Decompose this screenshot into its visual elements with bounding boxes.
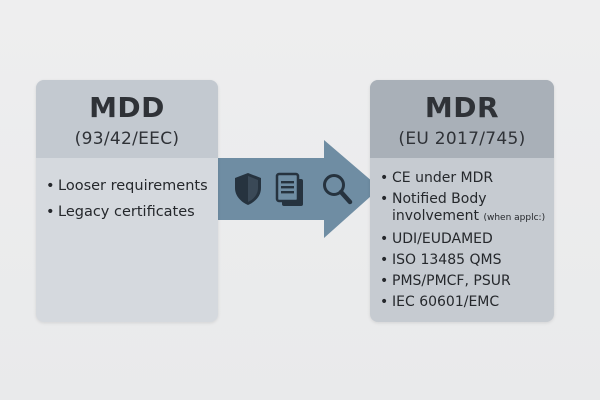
mdr-subtitle: (EU 2017/745) [398, 129, 526, 149]
list-item: •IEC 60601/EMC [380, 294, 545, 311]
list-item-text: CE under MDR [392, 170, 494, 186]
list-item-text: IEC 60601/EMC [392, 294, 500, 310]
mdd-card: MDD (93/42/EEC) •Looser requirements •Le… [36, 80, 218, 322]
list-item-text: Legacy certificates [58, 204, 195, 220]
mdr-card-header: MDR (EU 2017/745) [370, 80, 554, 158]
bullet: • [380, 231, 389, 247]
list-item: •CE under MDR [380, 170, 545, 187]
list-item-text: Looser requirements [58, 178, 208, 194]
list-item: •PMS/PMCF, PSUR [380, 273, 545, 290]
list-item: •ISO 13485 QMS [380, 252, 545, 269]
list-item-note: (when applc:) [483, 213, 546, 223]
document-icon [275, 172, 303, 206]
list-item-continuation: involvement [392, 208, 480, 224]
mdr-title: MDR [424, 91, 500, 124]
list-item-text: ISO 13485 QMS [392, 252, 502, 268]
bullet: • [380, 170, 389, 186]
list-item: •Looser requirements [46, 175, 208, 201]
bullet: • [380, 294, 389, 310]
list-item: •UDI/EUDAMED [380, 231, 545, 248]
bullet: • [380, 191, 389, 207]
bullet: • [380, 273, 389, 289]
list-item-text: UDI/EUDAMED [392, 231, 493, 247]
mdd-title: MDD [89, 91, 165, 124]
list-item: •Notified Body involvement (when applc:) [380, 191, 545, 227]
list-item: •Legacy certificates [46, 201, 208, 227]
list-item-text: Notified Body [392, 191, 487, 207]
mdd-card-header: MDD (93/42/EEC) [36, 80, 218, 158]
bullet: • [46, 178, 55, 194]
list-item-text: PMS/PMCF, PSUR [392, 273, 511, 289]
mdr-card: MDR (EU 2017/745) •CE under MDR •Notifie… [370, 80, 554, 322]
mdr-item-list: •CE under MDR •Notified Body involvement… [380, 170, 545, 315]
shield-icon [235, 173, 261, 205]
mdd-subtitle: (93/42/EEC) [74, 129, 180, 149]
magnifier-icon [323, 174, 353, 205]
mdd-item-list: •Looser requirements •Legacy certificate… [46, 175, 208, 227]
bullet: • [46, 204, 55, 220]
bullet: • [380, 252, 389, 268]
